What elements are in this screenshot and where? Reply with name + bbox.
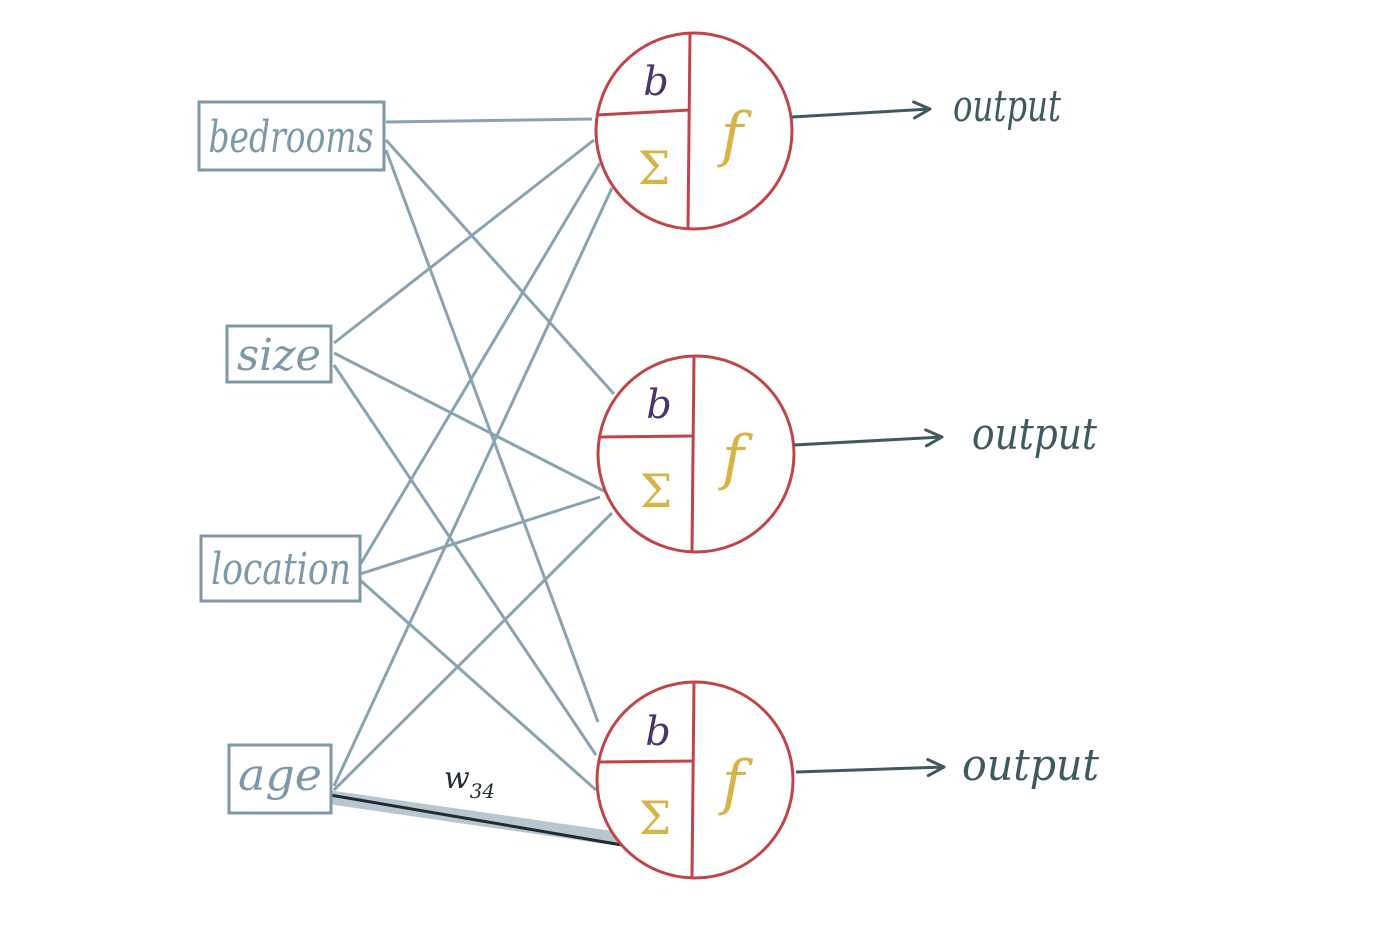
input-label: size [237,330,321,381]
output-label-2: output [972,409,1097,460]
input-age: age [227,743,333,815]
neuron-1: b Σ f [594,31,794,231]
sum-symbol: Σ [639,791,672,845]
edge-size-n2 [333,351,607,494]
output-arrows [791,100,946,778]
edge-location-n2 [359,495,601,576]
input-size: size [225,324,333,384]
bias-label: b [643,59,669,105]
input-location: location [199,534,362,603]
edge-age-n2 [332,511,614,792]
sum-symbol: Σ [640,464,673,518]
neuron-2: b Σ f [596,354,796,554]
weight-label: w34 [444,761,495,803]
edge-age-n1 [332,187,614,787]
edge-location-n1 [358,162,602,566]
input-label: bedrooms [209,112,374,163]
output-label-3: output [962,740,1099,791]
edge-size-n1 [333,138,595,345]
input-bedrooms: bedrooms [197,100,386,172]
connections [332,117,616,792]
highlighted-weight-edge [321,790,624,847]
edge-bedrooms-n2 [384,138,616,396]
output-arrow-1 [791,100,932,120]
input-label: age [238,750,322,801]
edge-bedrooms-n1 [385,117,593,124]
output-arrow-3 [795,758,946,778]
bias-label: b [646,382,672,428]
edge-bedrooms-n3 [384,149,600,723]
edge-location-n3 [359,578,597,792]
bias-label: b [645,709,671,755]
neuron-3: b Σ f [595,680,795,880]
output-arrow-2 [793,428,944,448]
edge-size-n3 [332,364,598,756]
output-label-1: output [953,81,1061,132]
input-label: location [211,544,351,595]
sum-symbol: Σ [638,141,671,195]
